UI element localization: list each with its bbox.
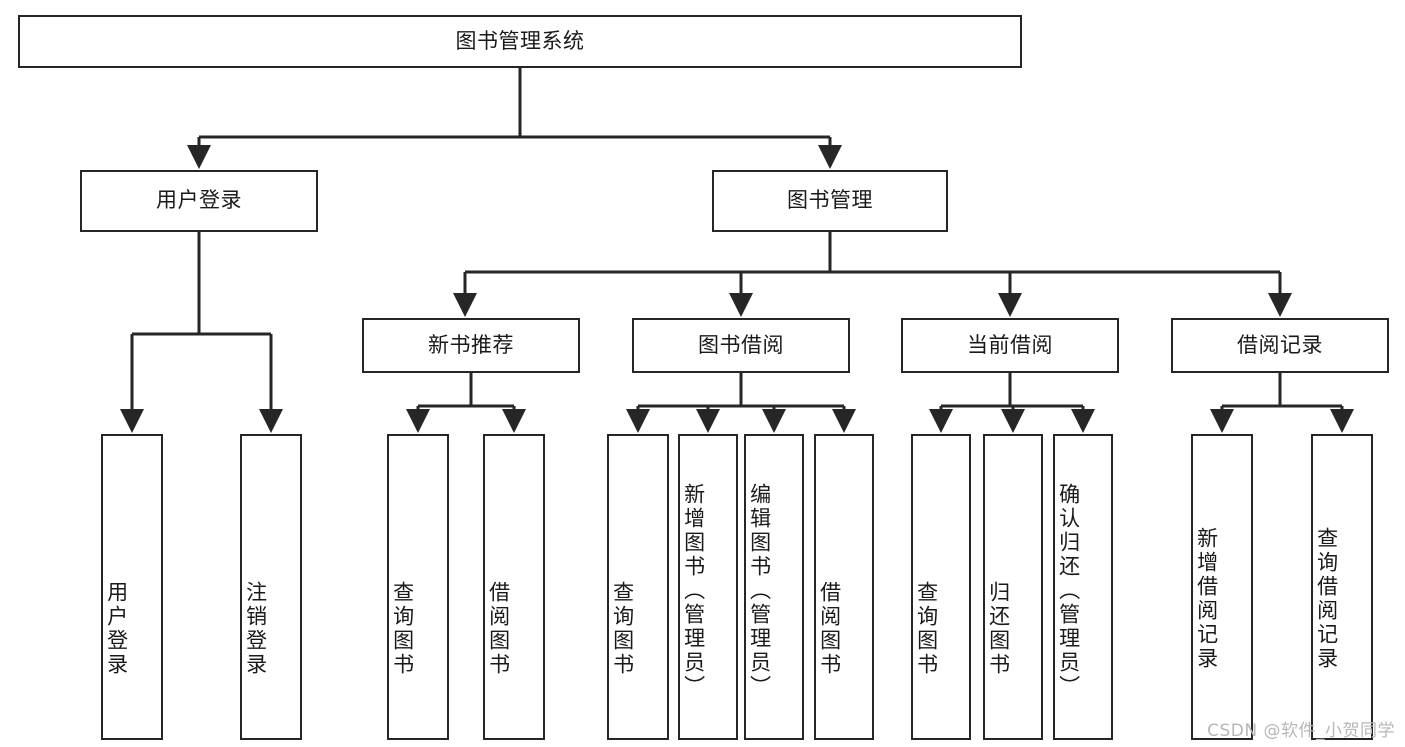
leaf-edit-book-admin[interactable]: 编辑图书（管理员） xyxy=(744,434,804,740)
node-book-manage[interactable]: 图书管理 xyxy=(712,170,948,232)
leaf-borrow-book-borrow-label: 借阅图书 xyxy=(817,581,842,677)
leaf-user-logout[interactable]: 注销登录 xyxy=(240,434,302,740)
node-root-label: 图书管理系统 xyxy=(455,28,585,53)
leaf-borrow-book-borrow[interactable]: 借阅图书 xyxy=(814,434,874,740)
leaf-add-borrow-record[interactable]: 新增借阅记录 xyxy=(1191,434,1253,740)
leaf-borrow-book-recommend[interactable]: 借阅图书 xyxy=(483,434,545,740)
node-user-login[interactable]: 用户登录 xyxy=(80,170,318,232)
node-current-borrow-label: 当前借阅 xyxy=(967,332,1053,357)
node-borrow-record-label: 借阅记录 xyxy=(1237,332,1323,357)
node-new-book-recommend[interactable]: 新书推荐 xyxy=(362,318,580,373)
leaf-query-borrow-record[interactable]: 查询借阅记录 xyxy=(1311,434,1373,740)
leaf-user-login[interactable]: 用户登录 xyxy=(101,434,163,740)
node-new-book-recommend-label: 新书推荐 xyxy=(428,332,514,357)
leaf-query-book-recommend[interactable]: 查询图书 xyxy=(387,434,449,740)
node-root[interactable]: 图书管理系统 xyxy=(18,15,1022,68)
leaf-query-book-borrow[interactable]: 查询图书 xyxy=(607,434,669,740)
leaf-user-login-label: 用户登录 xyxy=(104,581,129,677)
node-book-borrow-label: 图书借阅 xyxy=(698,332,784,357)
leaf-query-book-current[interactable]: 查询图书 xyxy=(911,434,971,740)
leaf-add-book-admin-label: 新增图书（管理员） xyxy=(681,483,706,699)
leaf-user-logout-label: 注销登录 xyxy=(243,581,268,677)
leaf-edit-book-admin-label: 编辑图书（管理员） xyxy=(747,483,772,699)
watermark: CSDN @软件_小贺同学 xyxy=(1207,721,1395,741)
node-user-login-label: 用户登录 xyxy=(156,188,242,213)
leaf-add-borrow-record-label: 新增借阅记录 xyxy=(1194,527,1219,671)
leaf-query-book-borrow-label: 查询图书 xyxy=(610,581,635,677)
leaf-borrow-book-recommend-label: 借阅图书 xyxy=(486,581,511,677)
node-borrow-record[interactable]: 借阅记录 xyxy=(1171,318,1389,373)
leaf-confirm-return-admin-label: 确认归还（管理员） xyxy=(1056,483,1081,699)
leaf-query-book-recommend-label: 查询图书 xyxy=(390,581,415,677)
leaf-query-book-current-label: 查询图书 xyxy=(914,581,939,677)
leaf-return-book-label: 归还图书 xyxy=(986,581,1011,677)
leaf-return-book[interactable]: 归还图书 xyxy=(983,434,1043,740)
node-book-borrow[interactable]: 图书借阅 xyxy=(632,318,850,373)
leaf-add-book-admin[interactable]: 新增图书（管理员） xyxy=(678,434,738,740)
node-book-manage-label: 图书管理 xyxy=(787,188,873,213)
node-current-borrow[interactable]: 当前借阅 xyxy=(901,318,1119,373)
leaf-query-borrow-record-label: 查询借阅记录 xyxy=(1314,527,1339,671)
leaf-confirm-return-admin[interactable]: 确认归还（管理员） xyxy=(1053,434,1113,740)
